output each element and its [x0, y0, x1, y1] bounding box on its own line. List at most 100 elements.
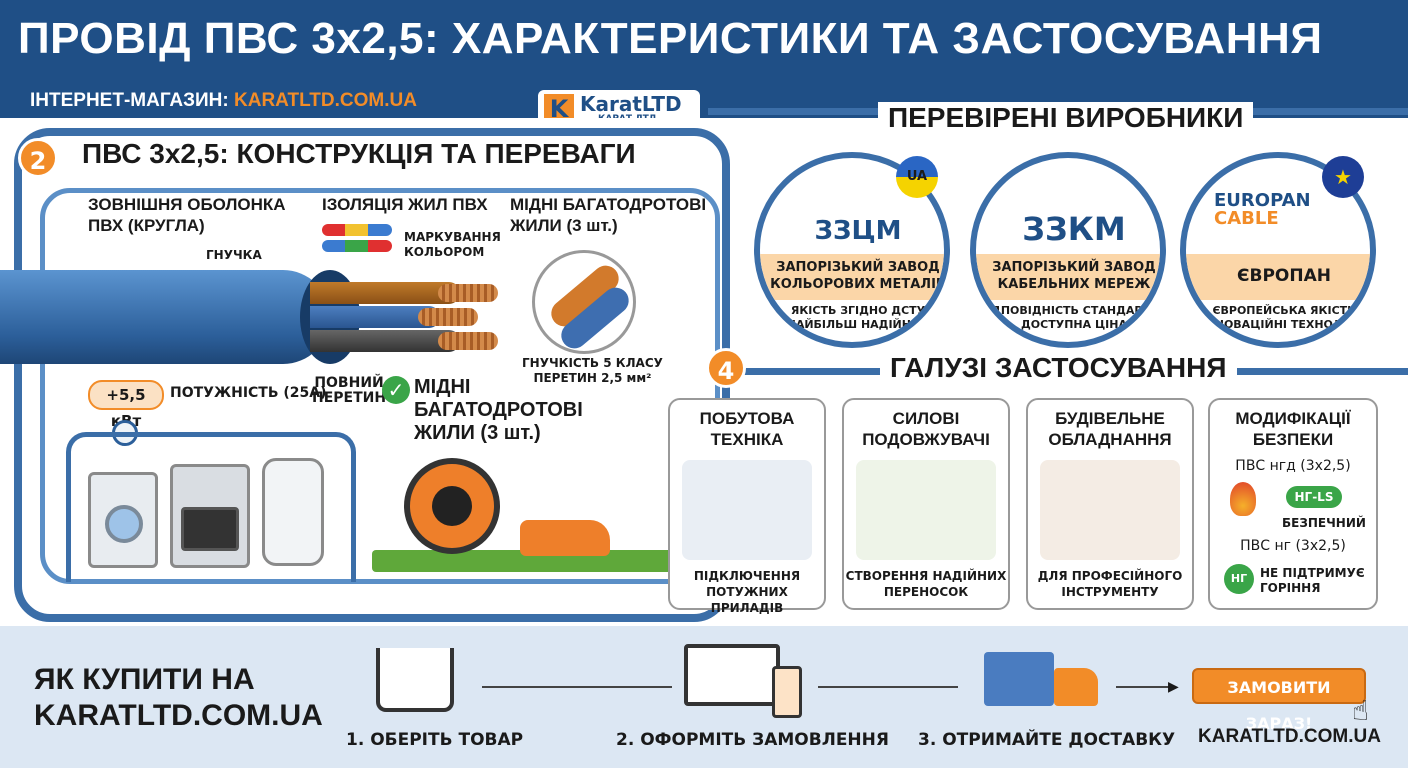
manufacturer-zzkm[interactable]: ЗЗКМ ЗАПОРІЗЬКИЙ ЗАВОД КАБЕЛЬНИХ МЕРЕЖ В…	[970, 152, 1166, 348]
flexible-label: ГНУЧКА	[206, 248, 262, 262]
safety-desc-2: НЕ ПІДТРИМУЄ ГОРІННЯ	[1260, 566, 1365, 596]
water-heater-icon	[262, 458, 324, 566]
core-brown	[310, 282, 460, 304]
big-copper-line1: МІДНІ	[414, 376, 471, 398]
zzkm-sub-line2: ДОСТУПНА ЦІНА	[1021, 318, 1127, 331]
copper-label-line2: ЖИЛИ (3 шт.)	[510, 216, 618, 235]
order-now-button[interactable]: ЗАМОВИТИ ЗАРАЗ!	[1192, 668, 1366, 733]
karat-logo-name: KaratLTD	[580, 92, 682, 116]
card-extension-title-2: ПОДОВЖУВАЧІ	[862, 430, 990, 449]
europan-sub-line1: ЄВРОПЕЙСЬКА ЯКІСТЬ	[1212, 304, 1356, 317]
washing-machine-icon	[88, 472, 158, 568]
copper-strands-1	[438, 284, 498, 302]
card-household-title-2: ТЕХНІКА	[710, 430, 784, 449]
household-appliances-icon	[682, 460, 812, 560]
sheath-label: ЗОВНІШНЯ ОБОЛОНКА ПВХ (КРУГЛА)	[88, 194, 286, 236]
safety-model-2: ПВС нг (3х2,5)	[1240, 538, 1346, 554]
card-construction[interactable]: БУДІВЕЛЬНЕ ОБЛАДНАННЯ ДЛЯ ПРОФЕСІЙНОГО І…	[1026, 398, 1194, 610]
europan-sub-line2: ІННОВАЦІЙНІ ТЕХНОЛОГІЇ	[1201, 318, 1367, 331]
zzcm-name-line2: КОЛЬОРОВИХ МЕТАЛІВ	[770, 277, 946, 292]
zzkm-sub: ВІДПОВІДНІСТЬ СТАНДАРТАМ ДОСТУПНА ЦІНА	[976, 304, 1166, 332]
europan-name: ЄВРОПАН	[1186, 254, 1370, 300]
core-blue	[310, 306, 440, 328]
step-3-label: 3. ОТРИМАЙТЕ ДОСТАВКУ	[918, 730, 1176, 750]
card-construction-title: БУДІВЕЛЬНЕ ОБЛАДНАННЯ	[1028, 408, 1192, 450]
card-extension-desc: СТВОРЕННЯ НАДІЙНИХ ПЕРЕНОСОК	[844, 568, 1008, 600]
safety-desc-2-line1: НЕ ПІДТРИМУЄ	[1260, 566, 1365, 580]
pointer-hand-icon: ☝	[1352, 694, 1370, 727]
full-section-label: ПОВНИЙ ПЕРЕТИН	[312, 376, 386, 406]
construction-tools-icon	[1040, 460, 1180, 560]
card-household[interactable]: ПОБУТОВА ТЕХНІКА ПІДКЛЮЧЕННЯ ПОТУЖНИХ ПР…	[668, 398, 826, 615]
section-badge-2: 2	[18, 138, 58, 178]
copper-label-line1: МІДНІ БАГАТОДРОТОВІ	[510, 195, 707, 214]
europan-logo-line2: CABLE	[1214, 208, 1279, 229]
appliance-wire	[66, 432, 356, 582]
how-to-buy-title-2: KARATLTD.COM.UA	[34, 699, 323, 732]
how-to-buy-title-1: ЯК КУПИТИ НА	[34, 663, 255, 696]
zzcm-sub: ЯКІСТЬ ЗГІДНО ДСТУ НАЙБІЛЬШ НАДІЙНИЙ	[760, 304, 944, 332]
oven-icon	[170, 464, 250, 568]
card-household-desc: ПІДКЛЮЧЕННЯ ПОТУЖНИХ ПРИЛАДІВ	[670, 568, 824, 616]
phone-icon	[772, 666, 802, 718]
shop-line: ІНТЕРНЕТ-МАГАЗИН: KARATLTD.COM.UA	[30, 90, 417, 112]
step-arrow-2	[818, 686, 958, 688]
ng-tag: НГ	[1224, 564, 1254, 594]
shop-label: ІНТЕРНЕТ-МАГАЗИН:	[30, 90, 229, 111]
step-arrow-1	[482, 686, 672, 688]
safety-model-1: ПВС нгд (3х2,5)	[1235, 458, 1351, 474]
header-banner	[0, 0, 1408, 118]
truck-cab-icon	[1054, 668, 1098, 706]
applications-title: ГАЛУЗІ ЗАСТОСУВАННЯ	[880, 352, 1237, 384]
card-construction-desc-1: ДЛЯ ПРОФЕСІЙНОГО	[1037, 569, 1183, 583]
manufacturers-title: ПЕРЕВІРЕНІ ВИРОБНИКИ	[878, 102, 1254, 134]
zzcm-sub-line1: ЯКІСТЬ ЗГІДНО ДСТУ	[790, 304, 926, 317]
card-household-desc-2: ПОТУЖНИХ ПРИЛАДІВ	[706, 585, 788, 615]
zzkm-logo: ЗЗКМ	[1022, 210, 1126, 248]
card-safety[interactable]: МОДИФІКАЦІЇ БЕЗПЕКИ ПВС нгд (3х2,5) НГ-L…	[1208, 398, 1378, 610]
copper-label: МІДНІ БАГАТОДРОТОВІ ЖИЛИ (3 шт.)	[510, 194, 706, 236]
arrow-head-icon: ▶	[1168, 679, 1179, 695]
step-1-label: 1. ОБЕРІТЬ ТОВАР	[346, 730, 524, 750]
zzkm-sub-line1: ВІДПОВІДНІСТЬ СТАНДАРТАМ	[978, 304, 1166, 317]
full-section-line1: ПОВНИЙ	[314, 375, 384, 391]
flex-class-line2: ПЕРЕТИН 2,5 мм²	[533, 371, 652, 385]
eu-flag-icon: ★	[1322, 156, 1364, 198]
card-safety-title-1: МОДИФІКАЦІЇ	[1235, 409, 1351, 428]
shop-url-link[interactable]: KARATLTD.COM.UA	[234, 90, 417, 111]
flame-icon	[1230, 482, 1256, 516]
core-grey	[310, 330, 460, 352]
flex-class-label: ГНУЧКІСТЬ 5 КЛАСУ ПЕРЕТИН 2,5 мм²	[522, 356, 663, 386]
big-copper-line2: БАГАТОДРОТОВІ	[414, 399, 583, 421]
europan-logo-line1: EUROPAN	[1214, 190, 1311, 211]
power-badge: +5,5 кВт	[88, 380, 164, 430]
full-section-line2: ПЕРЕТИН	[312, 390, 387, 406]
sheath-label-line2: ПВХ (КРУГЛА)	[88, 216, 205, 235]
extension-reel-icon	[856, 460, 996, 560]
zzkm-name: ЗАПОРІЗЬКИЙ ЗАВОД КАБЕЛЬНИХ МЕРЕЖ	[976, 254, 1160, 300]
copper-strands-2	[418, 308, 478, 326]
card-construction-title-1: БУДІВЕЛЬНЕ	[1055, 409, 1165, 428]
marking-label-line2: КОЛЬОРОМ	[404, 245, 485, 259]
lawn-mower-icon	[520, 520, 610, 556]
card-safety-title-2: БЕЗПЕКИ	[1252, 430, 1334, 449]
manufacturer-zzcm[interactable]: ЗЗЦМ ЗАПОРІЗЬКИЙ ЗАВОД КОЛЬОРОВИХ МЕТАЛІ…	[754, 152, 950, 348]
zzcm-logo: ЗЗЦМ	[814, 216, 902, 246]
zzcm-name: ЗАПОРІЗЬКИЙ ЗАВОД КОЛЬОРОВИХ МЕТАЛІВ	[760, 254, 946, 300]
card-extension-desc-2: ПЕРЕНОСОК	[883, 585, 969, 599]
marking-label: МАРКУВАННЯ КОЛЬОРОМ	[404, 230, 501, 260]
ua-flag-icon: UA	[896, 156, 938, 198]
page-title: ПРОВІД ПВС 3х2,5: ХАРАКТЕРИСТИКИ ТА ЗАСТ…	[18, 14, 1323, 63]
delivery-truck-icon	[984, 652, 1054, 706]
cable-reel-icon	[404, 458, 500, 554]
cable-sheath-illustration	[0, 270, 330, 364]
card-extension[interactable]: СИЛОВІ ПОДОВЖУВАЧІ СТВОРЕННЯ НАДІЙНИХ ПЕ…	[842, 398, 1010, 610]
power-label: ПОТУЖНІСТЬ (25А)	[170, 385, 327, 401]
europan-logo: EUROPAN CABLE	[1186, 190, 1370, 229]
zzcm-name-line1: ЗАПОРІЗЬКИЙ ЗАВОД	[776, 260, 940, 275]
flex-class-line1: ГНУЧКІСТЬ 5 КЛАСУ	[522, 356, 663, 370]
color-marking-bar-2	[322, 240, 392, 252]
bottom-url-link[interactable]: KARATLTD.COM.UA	[1198, 726, 1381, 747]
check-icon: ✓	[382, 376, 410, 404]
color-marking-bar-1	[322, 224, 392, 236]
